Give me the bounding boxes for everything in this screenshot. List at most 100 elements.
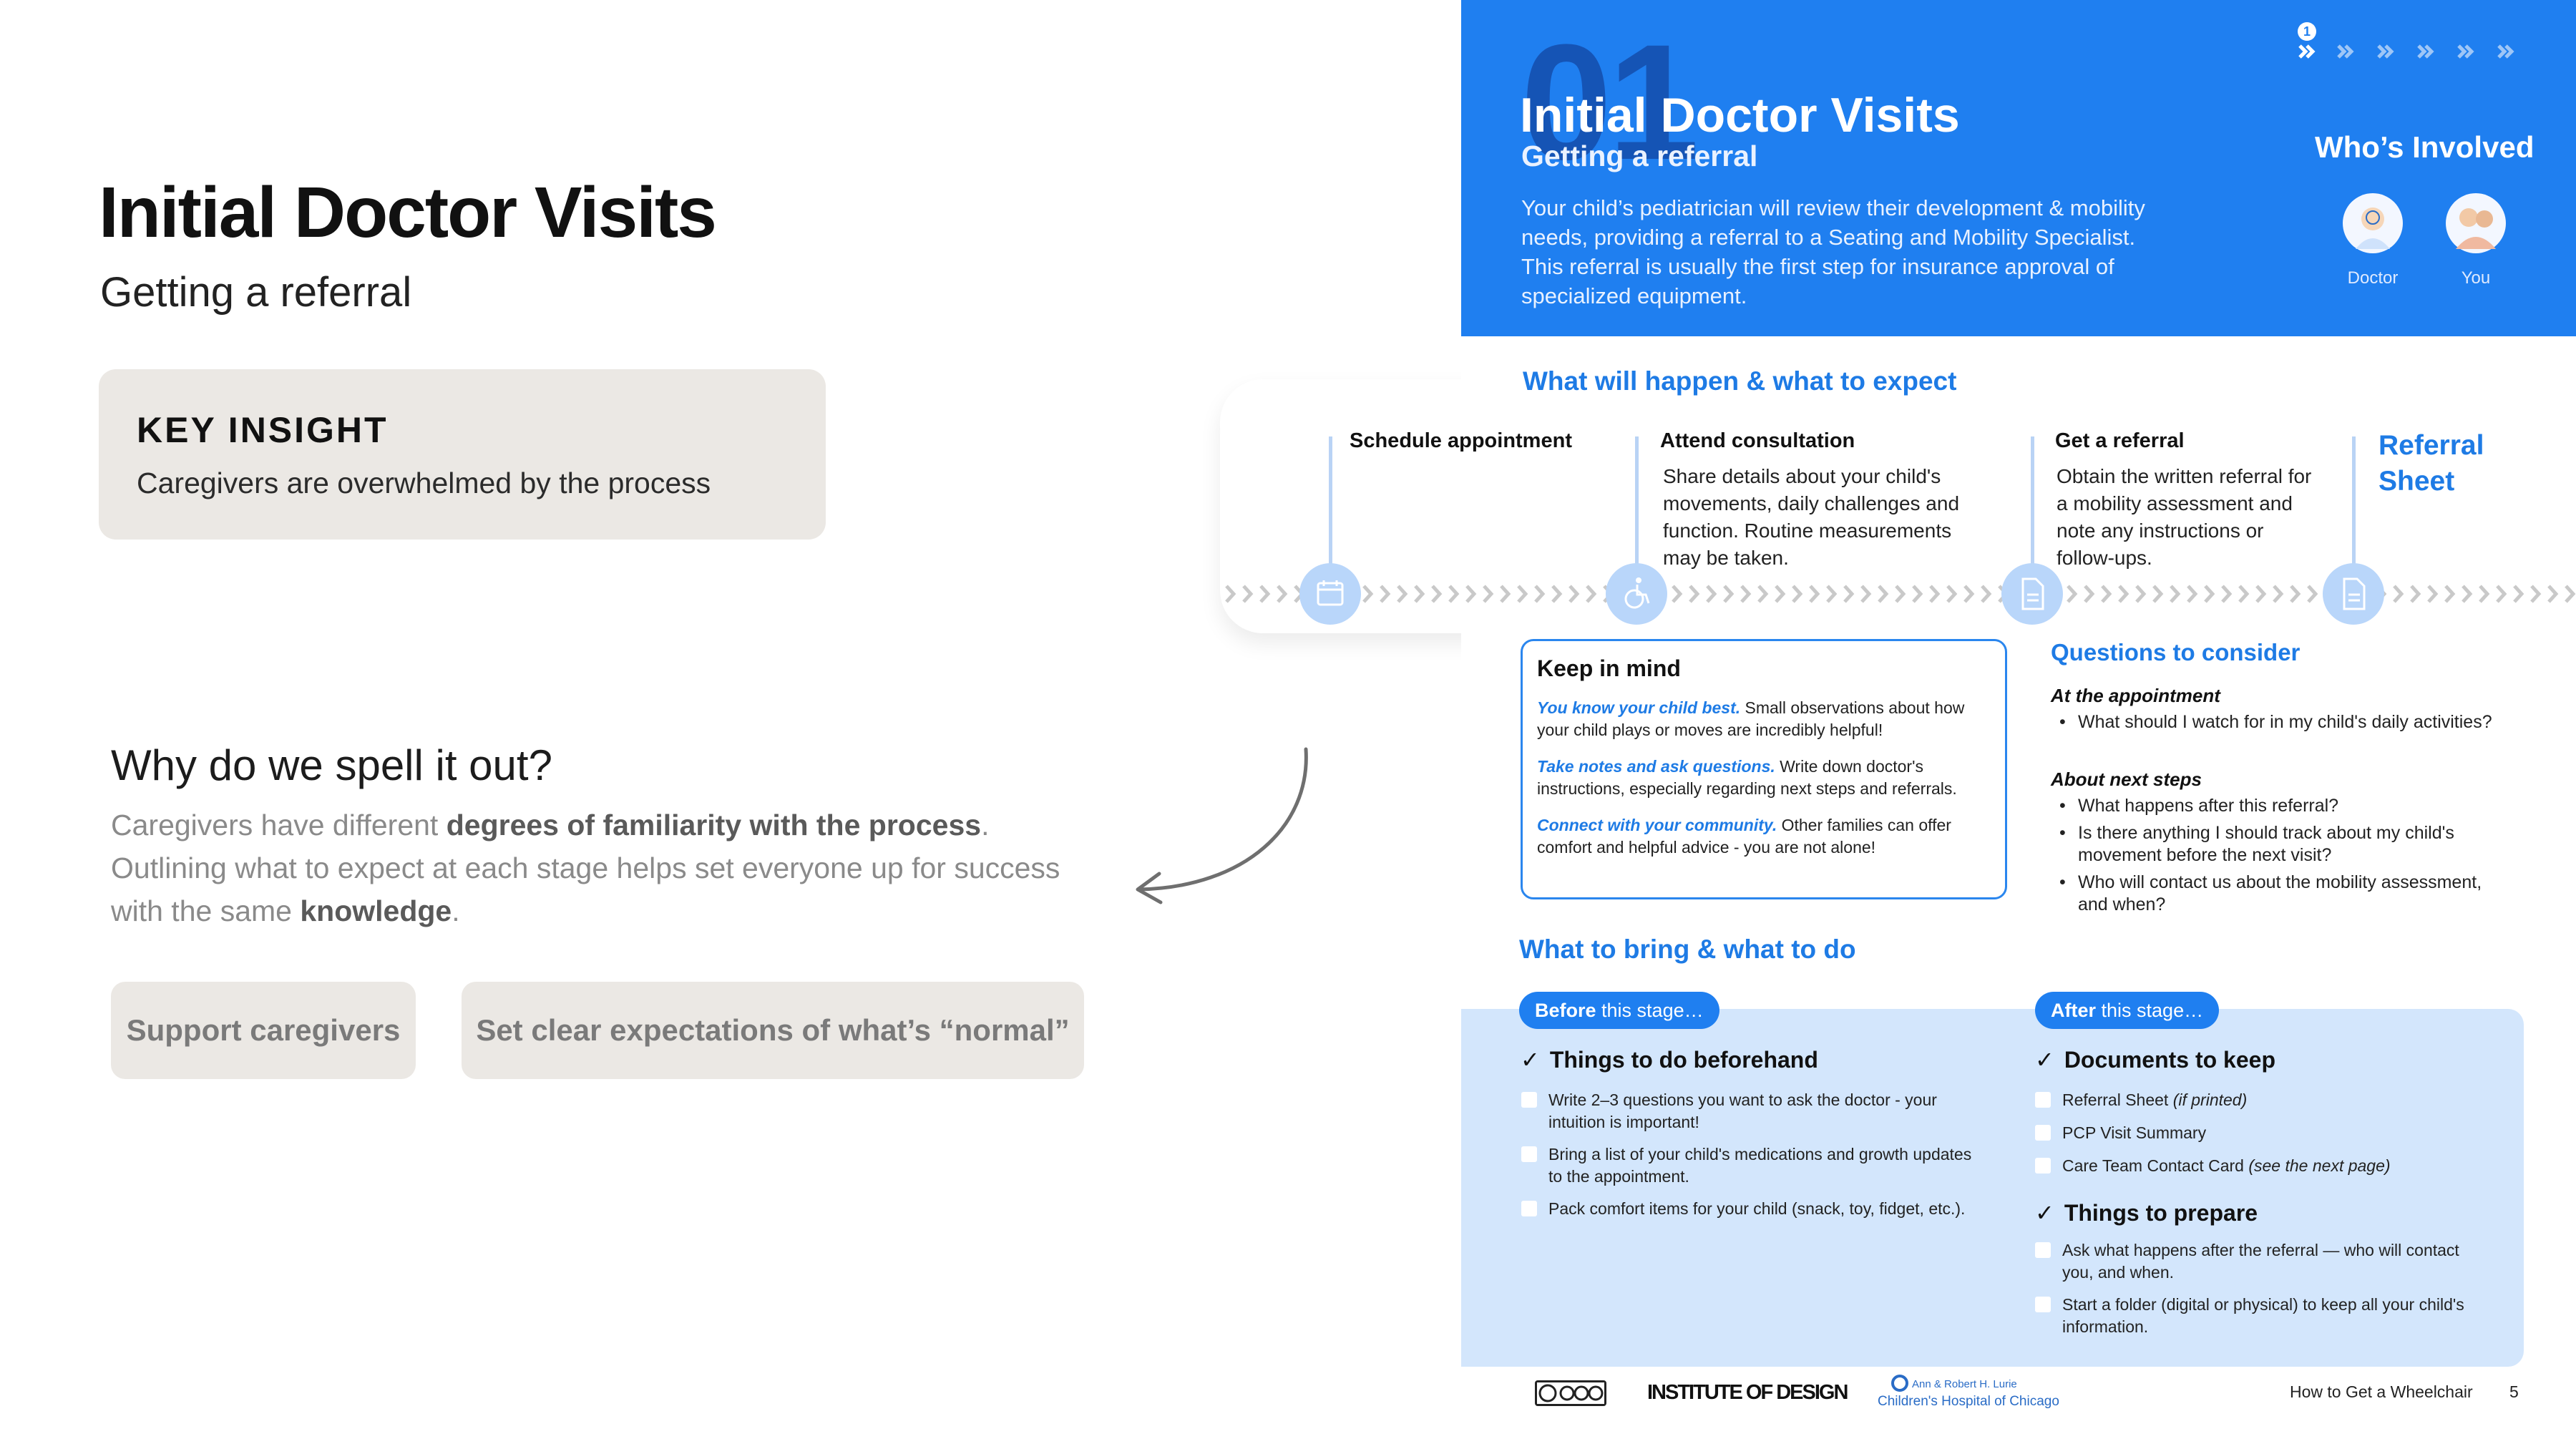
checklist-item-text: Care Team Contact Card: [2062, 1156, 2249, 1175]
referral-sheet-label: Referral Sheet: [2379, 430, 2484, 497]
lurie-logo-line1: Ann & Robert H. Lurie: [1912, 1378, 2017, 1390]
checkbox[interactable]: [2035, 1092, 2051, 1108]
after-pill-bold: After: [2051, 1000, 2097, 1021]
keep-in-mind-title: Keep in mind: [1537, 655, 1681, 681]
chip-support-caregivers: Support caregivers: [111, 982, 416, 1079]
timeline-connector: [1329, 436, 1332, 580]
checklist-item[interactable]: Care Team Contact Card (see the next pag…: [2035, 1155, 2493, 1177]
lurie-logo-line2: Children's Hospital of Chicago: [1878, 1394, 2059, 1409]
page-subtitle: Getting a referral: [1521, 140, 1758, 172]
after-stage-pill: After this stage…: [2035, 992, 2220, 1029]
checklist-item[interactable]: Referral Sheet (if printed): [2035, 1089, 2493, 1111]
institute-of-design-logo: INSTITUTE OF DESIGN: [1647, 1381, 1848, 1404]
step-desc-consultation: Share details about your child's movemen…: [1663, 465, 1960, 569]
checkbox[interactable]: [1521, 1092, 1537, 1108]
timeline-connector: [1635, 436, 1639, 580]
checklist-item-text: Start a folder (digital or physical) to …: [2062, 1295, 2464, 1336]
keep-item-text: Small observations about how your child …: [1537, 698, 1965, 739]
why-heading: Why do we spell it out?: [111, 741, 552, 789]
keep-in-mind-box: Keep in mind You know your child best. S…: [1521, 639, 2007, 899]
step-title-referral: Get a referral: [2055, 429, 2185, 452]
page-header: 01 Initial Doctor Visits Getting a refer…: [1461, 0, 2576, 336]
slide-title: Initial Doctor Visits: [99, 172, 717, 253]
checkmark-icon: ✓: [2035, 1047, 2054, 1073]
chip-set-expectations: Set clear expectations of what’s “normal…: [462, 982, 1084, 1079]
checkbox[interactable]: [2035, 1297, 2051, 1312]
checklist-item[interactable]: Write 2–3 questions you want to ask the …: [1521, 1089, 1979, 1133]
role-label-doctor: Doctor: [2347, 268, 2399, 288]
step-title-schedule: Schedule appointment: [1350, 429, 1572, 452]
checkbox[interactable]: [1521, 1146, 1537, 1162]
checkbox[interactable]: [2035, 1125, 2051, 1141]
keep-item-text: Write down doctor's instructions, especi…: [1537, 757, 1957, 798]
question-item: What happens after this referral?: [2055, 795, 2499, 817]
checklist-item[interactable]: Ask what happens after the referral — wh…: [2035, 1239, 2493, 1284]
referral-document-icon: [2323, 563, 2384, 625]
keep-item: Take notes and ask questions. Write down…: [1537, 756, 1995, 800]
checklist-item-text: Write 2–3 questions you want to ask the …: [1548, 1091, 1937, 1131]
checklist-item[interactable]: Start a folder (digital or physical) to …: [2035, 1294, 2493, 1338]
document-icon: [2001, 563, 2063, 625]
wheelchair-icon: [1606, 563, 1667, 625]
checklist-item-text: Pack comfort items for your child (snack…: [1548, 1199, 1966, 1218]
before-heading-text: Things to do beforehand: [1549, 1047, 1818, 1073]
checklist-item-note: (see the next page): [2248, 1156, 2391, 1175]
progress-current: 1: [2303, 24, 2311, 39]
questions-group-title: At the appointment: [2051, 685, 2220, 706]
why-body-bold1: degrees of familiarity with the process: [446, 809, 982, 841]
stage-progress-icon: 1: [2298, 22, 2514, 59]
checklist-item-text: Bring a list of your child's medications…: [1548, 1145, 1972, 1186]
prepare-heading: ✓ Things to prepare: [2035, 1199, 2258, 1226]
checklist-item[interactable]: Pack comfort items for your child (snack…: [1521, 1198, 1979, 1220]
caregiver-avatar-icon: [2446, 193, 2506, 253]
before-stage-pill: Before this stage…: [1519, 992, 1719, 1029]
key-insight-label: KEY INSIGHT: [137, 410, 389, 450]
page-intro: Your child’s pediatrician will review th…: [1521, 195, 2145, 308]
keep-item-lead: Take notes and ask questions.: [1537, 757, 1775, 776]
documents-heading-text: Documents to keep: [2064, 1047, 2275, 1073]
question-item: Is there anything I should track about m…: [2055, 822, 2499, 867]
keep-item-lead: You know your child best.: [1537, 698, 1741, 717]
step-desc-referral: Obtain the written referral for a mobili…: [2057, 465, 2312, 569]
stage-number-watermark: 01: [1521, 10, 1699, 194]
why-body-part3: .: [452, 894, 460, 927]
before-pill-rest: this stage…: [1596, 1000, 1704, 1021]
footer-guide-title: How to Get a Wheelchair: [2290, 1382, 2473, 1401]
checkbox[interactable]: [2035, 1242, 2051, 1258]
checklist-item[interactable]: PCP Visit Summary: [2035, 1122, 2493, 1144]
checklist-item-text: Ask what happens after the referral — wh…: [2062, 1241, 2459, 1282]
slide-subtitle: Getting a referral: [100, 269, 412, 316]
keep-item-lead: Connect with your community.: [1537, 816, 1777, 834]
timeline-connector: [2352, 436, 2356, 580]
checklist-item-text: Referral Sheet: [2062, 1091, 2173, 1109]
keep-item: Connect with your community. Other famil…: [1537, 814, 1995, 859]
key-insight-text: Caregivers are overwhelmed by the proces…: [137, 467, 711, 499]
footer-page-number: 5: [2509, 1382, 2519, 1401]
prepare-heading-text: Things to prepare: [2064, 1200, 2258, 1226]
expect-heading: What will happen & what to expect: [1523, 366, 1957, 396]
bring-heading: What to bring & what to do: [1519, 935, 1856, 964]
why-body-part1: Caregivers have different: [111, 809, 447, 841]
timeline-connector: [2031, 436, 2034, 580]
question-item: Who will contact us about the mobility a…: [2055, 872, 2499, 916]
questions-heading: Questions to consider: [2051, 639, 2301, 665]
checkbox[interactable]: [1521, 1201, 1537, 1216]
checkmark-icon: ✓: [2035, 1200, 2054, 1226]
key-insight-card: KEY INSIGHT Caregivers are overwhelmed b…: [99, 369, 826, 540]
before-heading: ✓Things to do beforehand: [1521, 1046, 1818, 1073]
questions-group-title: About next steps: [2051, 769, 2202, 790]
keep-item-text: Other families can offer comfort and hel…: [1537, 816, 1951, 857]
calendar-icon: [1299, 563, 1361, 625]
checklist-item[interactable]: Bring a list of your child's medications…: [1521, 1143, 1979, 1188]
creative-commons-icon: [1535, 1380, 1606, 1406]
role-label-you: You: [2461, 268, 2491, 288]
checklist-item-note: (if printed): [2172, 1091, 2248, 1109]
doctor-avatar-icon: [2343, 193, 2403, 253]
keep-item: You know your child best. Small observat…: [1537, 697, 1995, 741]
bring-panel: [1461, 1009, 2524, 1367]
lurie-logo-icon: [1891, 1375, 1908, 1392]
page-title: Initial Doctor Visits: [1520, 88, 1960, 142]
checkbox[interactable]: [2035, 1158, 2051, 1174]
question-item: What should I watch for in my child's da…: [2055, 711, 2499, 733]
why-body-bold2: knowledge: [300, 894, 452, 927]
